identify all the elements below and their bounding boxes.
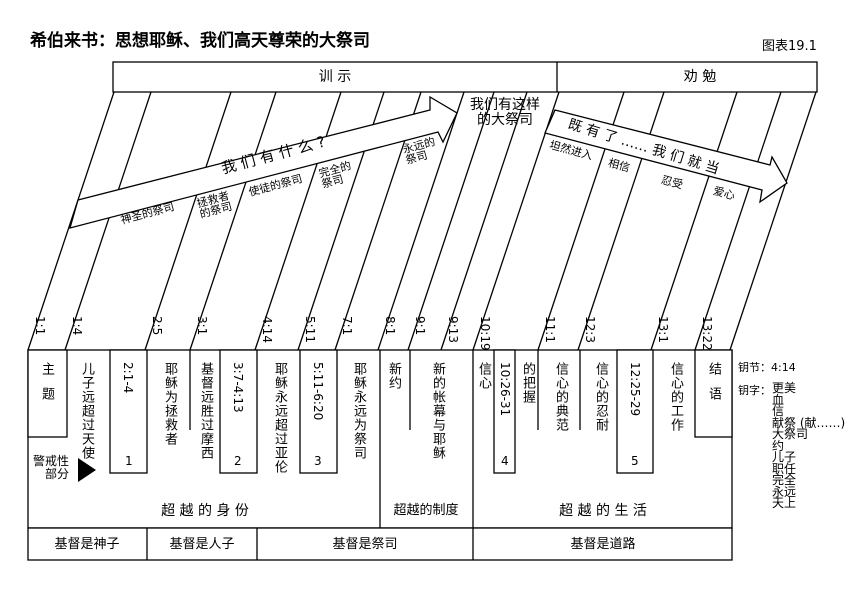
- banner-left: 训 示: [318, 69, 352, 85]
- section-identity: 超 越 的 身 份: [161, 503, 249, 519]
- slant-divider: [694, 91, 782, 351]
- slant-divider: [407, 91, 495, 351]
- key-word: 血: [772, 392, 785, 407]
- column-label: 信心的典范: [553, 362, 568, 432]
- section-life: 超 越 的 生 活: [559, 503, 647, 519]
- warning-box-1: [109, 349, 148, 474]
- theme-label: 主题: [39, 362, 54, 412]
- key-words-label: 钥字：: [738, 384, 771, 397]
- slant-divider: [377, 91, 465, 351]
- chapter-ref: 5:11: [303, 316, 317, 343]
- chapter-ref: 9:13: [446, 316, 460, 343]
- chapter-ref: 13:22: [700, 316, 714, 351]
- column-label: 信心的忍耐: [593, 362, 608, 432]
- chapter-ref: 9:1: [413, 316, 427, 336]
- bottom-cell: 基督是祭司: [332, 537, 398, 552]
- chapter-ref: 11:1: [543, 316, 557, 343]
- chapter-ref: 7:1: [340, 316, 354, 336]
- warning-section-label: 警戒性 部分: [33, 454, 70, 481]
- key-verse: 钥节：4:14: [738, 362, 796, 373]
- chapter-ref: 2:5: [150, 316, 164, 336]
- center-label: 我们有这样 的大祭司: [470, 97, 540, 129]
- arrow-since-we-have: [544, 109, 788, 204]
- key-verse-label: 钥节：: [738, 361, 771, 374]
- slant-divider: [64, 91, 152, 351]
- page-title: 希伯来书：思想耶稣、我们高天尊荣的大祭司: [30, 31, 370, 51]
- slant-divider: [254, 91, 342, 351]
- banner-right: 劝 勉: [683, 69, 717, 85]
- chapter-ref: 4:14: [260, 316, 274, 343]
- column-label: 基督远胜过摩西: [198, 362, 213, 460]
- warning-box-4: [493, 349, 516, 474]
- key-word: 大祭司: [772, 427, 809, 441]
- conclusion-box: [694, 349, 733, 438]
- chapter-ref: 12:3: [583, 316, 597, 343]
- bottom-cell: 基督是道路: [570, 537, 636, 552]
- warning-ref: 2:1-4: [121, 362, 135, 394]
- column-label: 耶稣为拯救者: [162, 362, 177, 446]
- arrow-what-we-have: [69, 95, 458, 229]
- warning-number: 5: [631, 454, 639, 468]
- column-label: 信心: [476, 362, 491, 390]
- column-label: 儿子远超过天使: [79, 362, 94, 460]
- chapter-ref: 8:1: [383, 316, 397, 336]
- key-words-list: 更美血信献祭 (献……)大祭司约儿子职任完全永远天上: [772, 381, 846, 510]
- key-word: 献祭 (献……): [772, 415, 846, 430]
- chapter-ref: 10:19: [478, 316, 492, 351]
- key-word: 职任: [772, 461, 797, 476]
- bottom-cell: 基督是人子: [169, 537, 235, 552]
- warning-number: 2: [234, 454, 242, 468]
- key-word: 永远: [772, 484, 797, 499]
- warning-ref: 10:26-31: [498, 362, 512, 417]
- slant-divider: [729, 91, 817, 351]
- column-label: 新的帐幕与耶稣: [430, 362, 445, 460]
- chapter-ref: 1:4: [70, 316, 84, 336]
- warning-ref: 5:11-6:20: [311, 362, 325, 421]
- slant-divider: [189, 91, 277, 351]
- warning-number: 3: [314, 454, 322, 468]
- warning-box-3: [299, 349, 338, 474]
- column-label: 信心的工作: [668, 362, 683, 432]
- warning-ref: 12:25-29: [628, 362, 642, 417]
- key-word: 完全: [772, 473, 797, 487]
- figure-label: 图表19.1: [762, 39, 817, 54]
- key-word: 信: [772, 404, 785, 418]
- theme-box: [27, 349, 68, 438]
- key-word: 约: [772, 438, 785, 453]
- bottom-cell: 基督是神子: [54, 537, 120, 552]
- column-label: 耶稣永远超过亚伦: [272, 362, 287, 474]
- chapter-ref: 13:1: [656, 316, 670, 343]
- banner-box: [112, 61, 818, 93]
- warning-ref: 3:7-4:13: [231, 362, 245, 413]
- warning-box-5: [616, 349, 654, 474]
- key-word: 天上: [772, 496, 797, 510]
- slant-divider: [440, 91, 528, 351]
- key-word: 更美: [772, 381, 797, 395]
- key-verse-value: 4:14: [771, 361, 796, 374]
- section-system: 超越的制度: [393, 503, 459, 518]
- warning-box-2: [219, 349, 258, 474]
- column-label: 的把握: [520, 362, 535, 404]
- chapter-ref: 3:1: [195, 316, 209, 336]
- chapter-ref: 1:1: [33, 316, 47, 336]
- key-word: 儿子: [772, 450, 797, 464]
- conclusion-label: 结语: [706, 362, 721, 412]
- column-label: 耶稣永远为祭司: [351, 362, 366, 460]
- slant-divider: [650, 91, 738, 351]
- slant-divider: [27, 91, 115, 351]
- warning-number: 4: [501, 454, 509, 468]
- slant-divider: [144, 91, 232, 351]
- warning-number: 1: [125, 454, 133, 468]
- slant-divider: [472, 91, 560, 351]
- warning-triangle-icon: [78, 458, 96, 482]
- column-label: 新约: [386, 362, 401, 390]
